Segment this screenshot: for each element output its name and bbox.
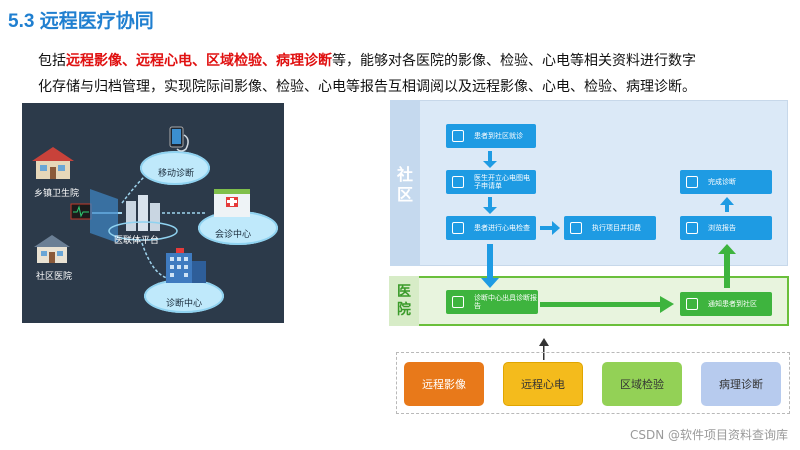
highlight-sep-1: 、	[122, 53, 136, 69]
card-icon	[570, 222, 582, 234]
step-charge-label: 执行项目并扣费	[592, 224, 641, 232]
hospital-side-bar	[389, 276, 419, 326]
step-complete-box: 完成诊断	[680, 170, 772, 194]
step-order-box: 医生开立心电图电子申请单	[446, 170, 536, 194]
step-report-label: 诊断中心出具诊断报告	[474, 294, 537, 310]
platform-building-icon	[90, 189, 178, 243]
arrow-up-view	[718, 244, 736, 288]
step-complete-label: 完成诊断	[708, 178, 736, 186]
step-notify-box: 通知患者到社区	[680, 292, 772, 316]
people-icon	[452, 130, 464, 142]
community-house-icon	[34, 235, 70, 263]
step-view-label: 浏览报告	[708, 224, 736, 232]
category-remote-imaging: 远程影像	[404, 362, 484, 406]
category-pathology: 病理诊断	[701, 362, 781, 406]
mobile-label: 移动诊断	[158, 169, 195, 179]
diagnosis-building-icon	[166, 248, 206, 283]
report-doc-icon	[452, 296, 464, 308]
consult-label: 会诊中心	[215, 230, 252, 240]
platform-label: 医联体平台	[114, 236, 160, 246]
monitor-icon	[452, 222, 464, 234]
step-visit-label: 患者到社区就诊	[474, 132, 523, 140]
page-title: 5.3 远程医疗协同	[8, 11, 154, 32]
intro-rest: 等，能够对各医院的影像、检验、心电等相关资料进行数字	[332, 53, 696, 69]
intro-prefix: 包括	[38, 53, 66, 69]
mobile-cloud	[140, 151, 210, 185]
community-label: 社区医院	[36, 272, 73, 282]
tablet-stethoscope-icon	[169, 126, 189, 152]
report-icon	[686, 222, 698, 234]
arrow-down-hospital	[481, 244, 499, 288]
step-report-box: 诊断中心出具诊断报告	[446, 290, 538, 314]
arrow-up-complete	[720, 197, 734, 212]
hospital-side-label: 医院	[397, 284, 411, 318]
diagnosis-label: 诊断中心	[166, 299, 203, 309]
township-house-icon	[32, 147, 74, 179]
highlight-sep-3: 、	[262, 53, 276, 69]
highlight-remote-ecg: 远程心电	[136, 53, 192, 69]
step-charge-box: 执行项目并扣费	[564, 216, 656, 240]
watermark: CSDN @软件项目资料查询库	[629, 428, 788, 442]
highlight-pathology: 病理诊断	[276, 53, 332, 69]
intro-paragraph: 包括远程影像、远程心电、区域检验、病理诊断等，能够对各医院的影像、检验、心电等相…	[38, 48, 778, 100]
highlight-regional-lab: 区域检验	[206, 53, 262, 69]
step-visit-box: 患者到社区就诊	[446, 124, 536, 148]
category-regional-lab: 区域检验	[602, 362, 682, 406]
community-side-label: 社区	[396, 165, 413, 204]
arrow-down-2	[483, 197, 497, 214]
highlight-remote-imaging: 远程影像	[66, 53, 122, 69]
community-side-bar	[390, 100, 420, 266]
township-label: 乡镇卫生院	[34, 189, 80, 199]
network-illustration: 乡镇卫生院 社区医院 医联体平台 移动诊断 会诊中心	[22, 103, 284, 323]
categories-frame	[396, 352, 790, 414]
arrow-right-charge	[540, 221, 560, 235]
category-remote-ecg: 远程心电	[503, 362, 583, 406]
step-view-box: 浏览报告	[680, 216, 772, 240]
hospital-icon	[214, 189, 250, 217]
chat-icon	[686, 298, 698, 310]
diagnosis-cloud	[144, 279, 224, 313]
intro-line-2: 化存储与归档管理，实现院际间影像、检验、心电等报告互相调阅以及远程影像、心电、检…	[38, 79, 696, 95]
highlight-sep-2: 、	[192, 53, 206, 69]
step-exam-box: 患者进行心电检查	[446, 216, 536, 240]
document-icon	[452, 176, 464, 188]
arrow-right-notify	[540, 296, 674, 313]
step-notify-label: 通知患者到社区	[708, 300, 757, 308]
step-order-label: 医生开立心电图电子申请单	[474, 174, 530, 190]
check-icon	[686, 176, 698, 188]
step-exam-label: 患者进行心电检查	[474, 224, 530, 232]
arrow-down-1	[483, 151, 497, 168]
